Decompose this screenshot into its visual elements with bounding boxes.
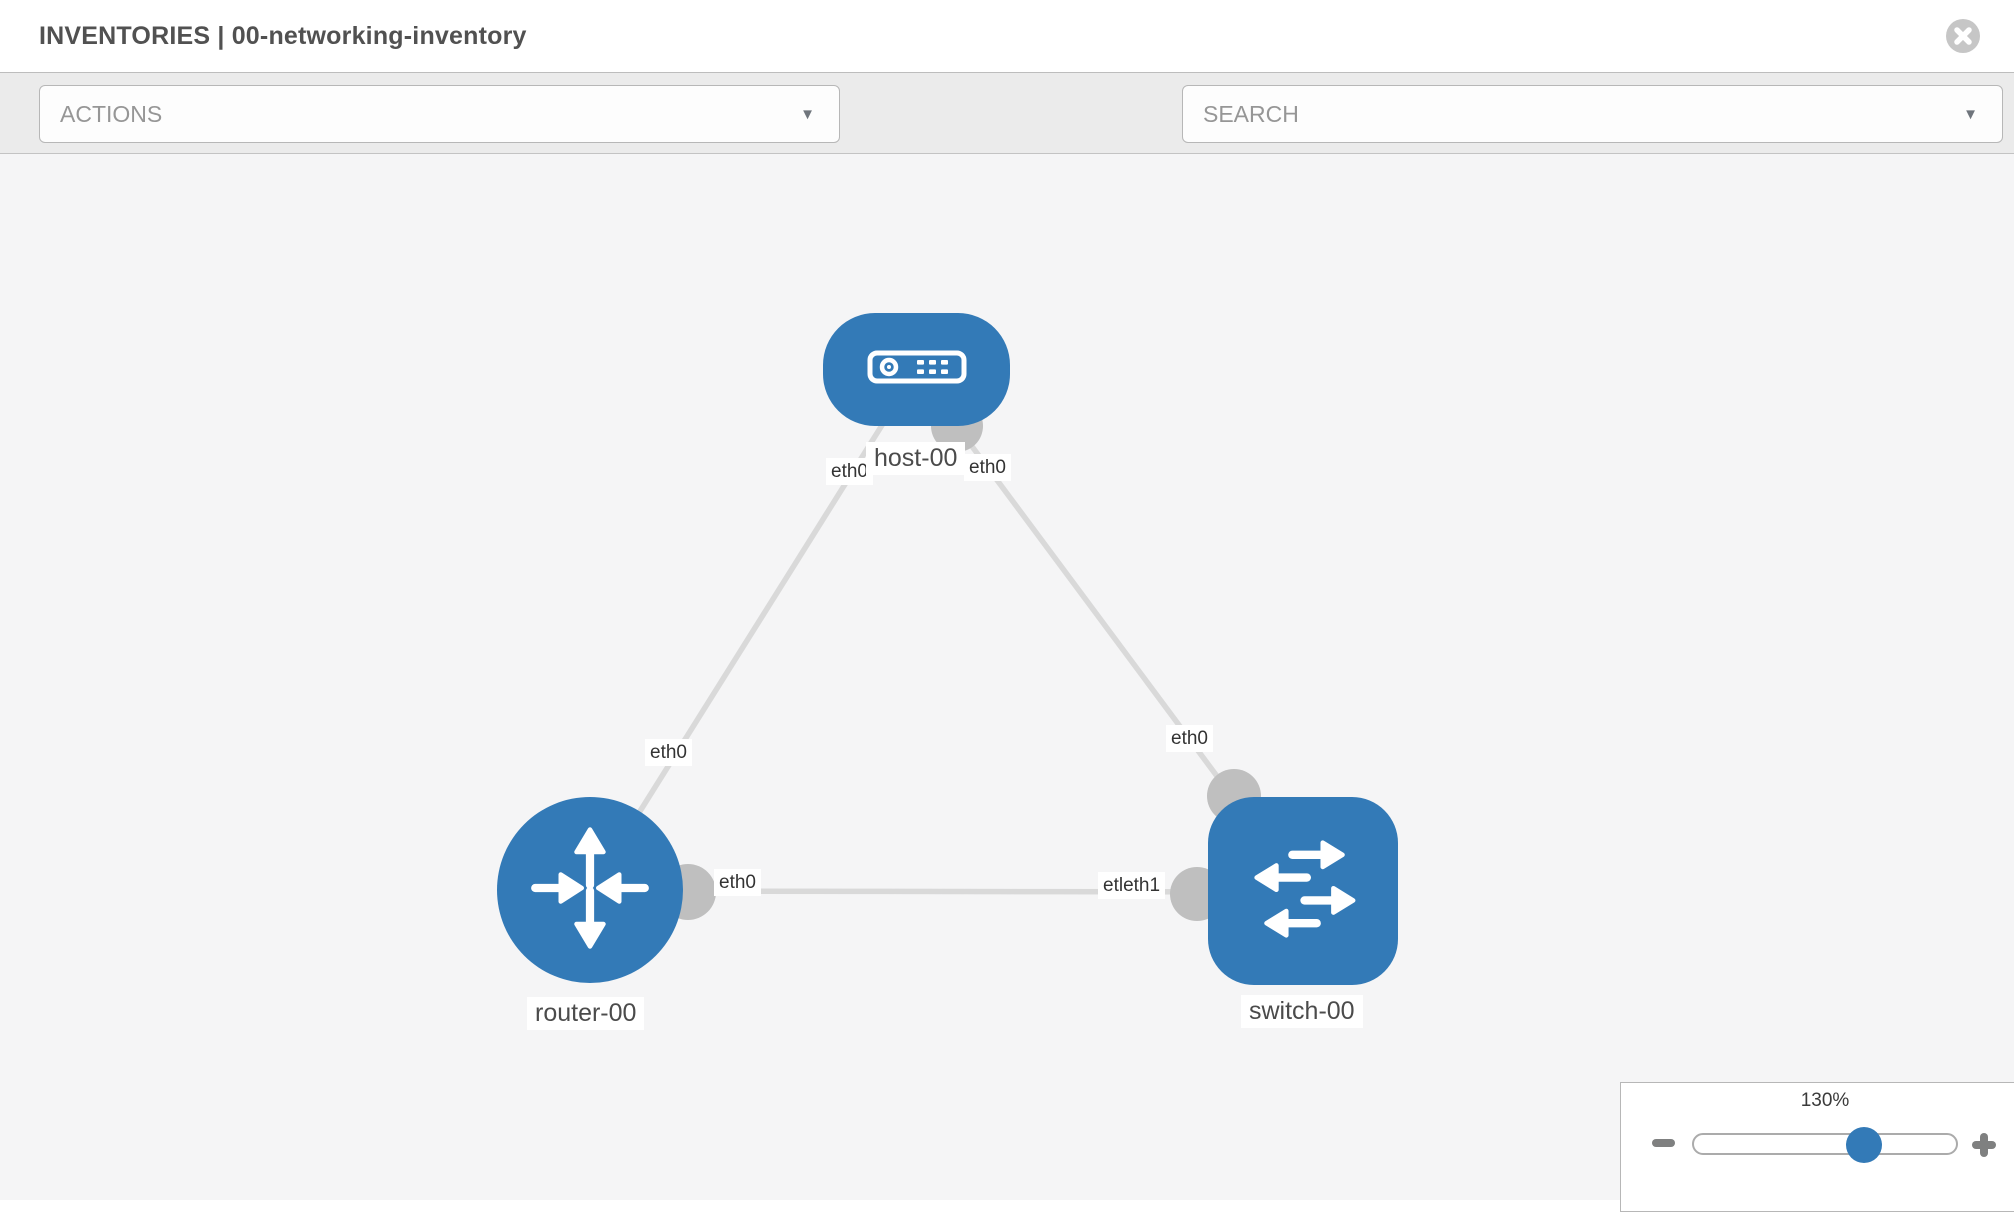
node-label-router-00: router-00 (527, 997, 645, 1030)
plus-icon-bar (1980, 1133, 1988, 1157)
iface-label-host-eth0-left: eth0 (826, 458, 873, 485)
node-host-00[interactable] (823, 313, 1010, 426)
page-title: INVENTORIES | 00-networking-inventory (39, 22, 527, 50)
search-dropdown[interactable]: SEARCH ▼ (1182, 85, 2003, 143)
zoom-slider-track[interactable] (1692, 1133, 1958, 1155)
router-icon (515, 813, 665, 968)
zoom-slider-thumb[interactable] (1846, 1127, 1882, 1163)
iface-label-router-eth0-top: eth0 (645, 739, 692, 766)
node-router-00[interactable] (497, 797, 683, 983)
caret-down-icon: ▼ (1963, 106, 1978, 123)
link-host-router (587, 369, 919, 893)
node-label-switch-00: switch-00 (1241, 995, 1363, 1028)
iface-label-host-eth0-right: eth0 (964, 454, 1011, 481)
zoom-in-button plus-icon[interactable] (1972, 1133, 1996, 1157)
caret-down-icon: ▼ (800, 106, 815, 123)
iface-label-switch-eth1-overlapped: etleth1 (1098, 872, 1166, 899)
zoom-level-value: 130% (1800, 1090, 1850, 1111)
links-layer (587, 369, 1306, 921)
iface-label-switch-eth1: eth1 (1123, 875, 1161, 896)
actions-dropdown[interactable]: ACTIONS ▼ (39, 85, 840, 143)
node-switch-00[interactable] (1208, 797, 1398, 985)
node-label-host-00: host-00 (866, 442, 966, 475)
iface-label-router-eth0-right: eth0 (714, 869, 761, 896)
header: INVENTORIES | 00-networking-inventory (0, 0, 2014, 72)
iface-label-switch-eth0-top: eth0 (1166, 725, 1213, 752)
actions-dropdown-label: ACTIONS (60, 101, 163, 127)
close-button[interactable] (1946, 19, 1980, 53)
iface-label-overlap-remnant: etl (1103, 875, 1124, 896)
switch-icon (1227, 813, 1379, 970)
zoom-out-button minus-icon[interactable] (1652, 1139, 1675, 1147)
search-placeholder: SEARCH (1203, 101, 1299, 127)
toolbar: ACTIONS ▼ SEARCH ▼ (0, 72, 2014, 207)
zoom-panel: 130% (1620, 1082, 2014, 1212)
topology-canvas[interactable]: eth0 eth0 eth0 eth0 eth0 etleth1 host-00… (0, 154, 2014, 1200)
host-icon (867, 347, 967, 392)
